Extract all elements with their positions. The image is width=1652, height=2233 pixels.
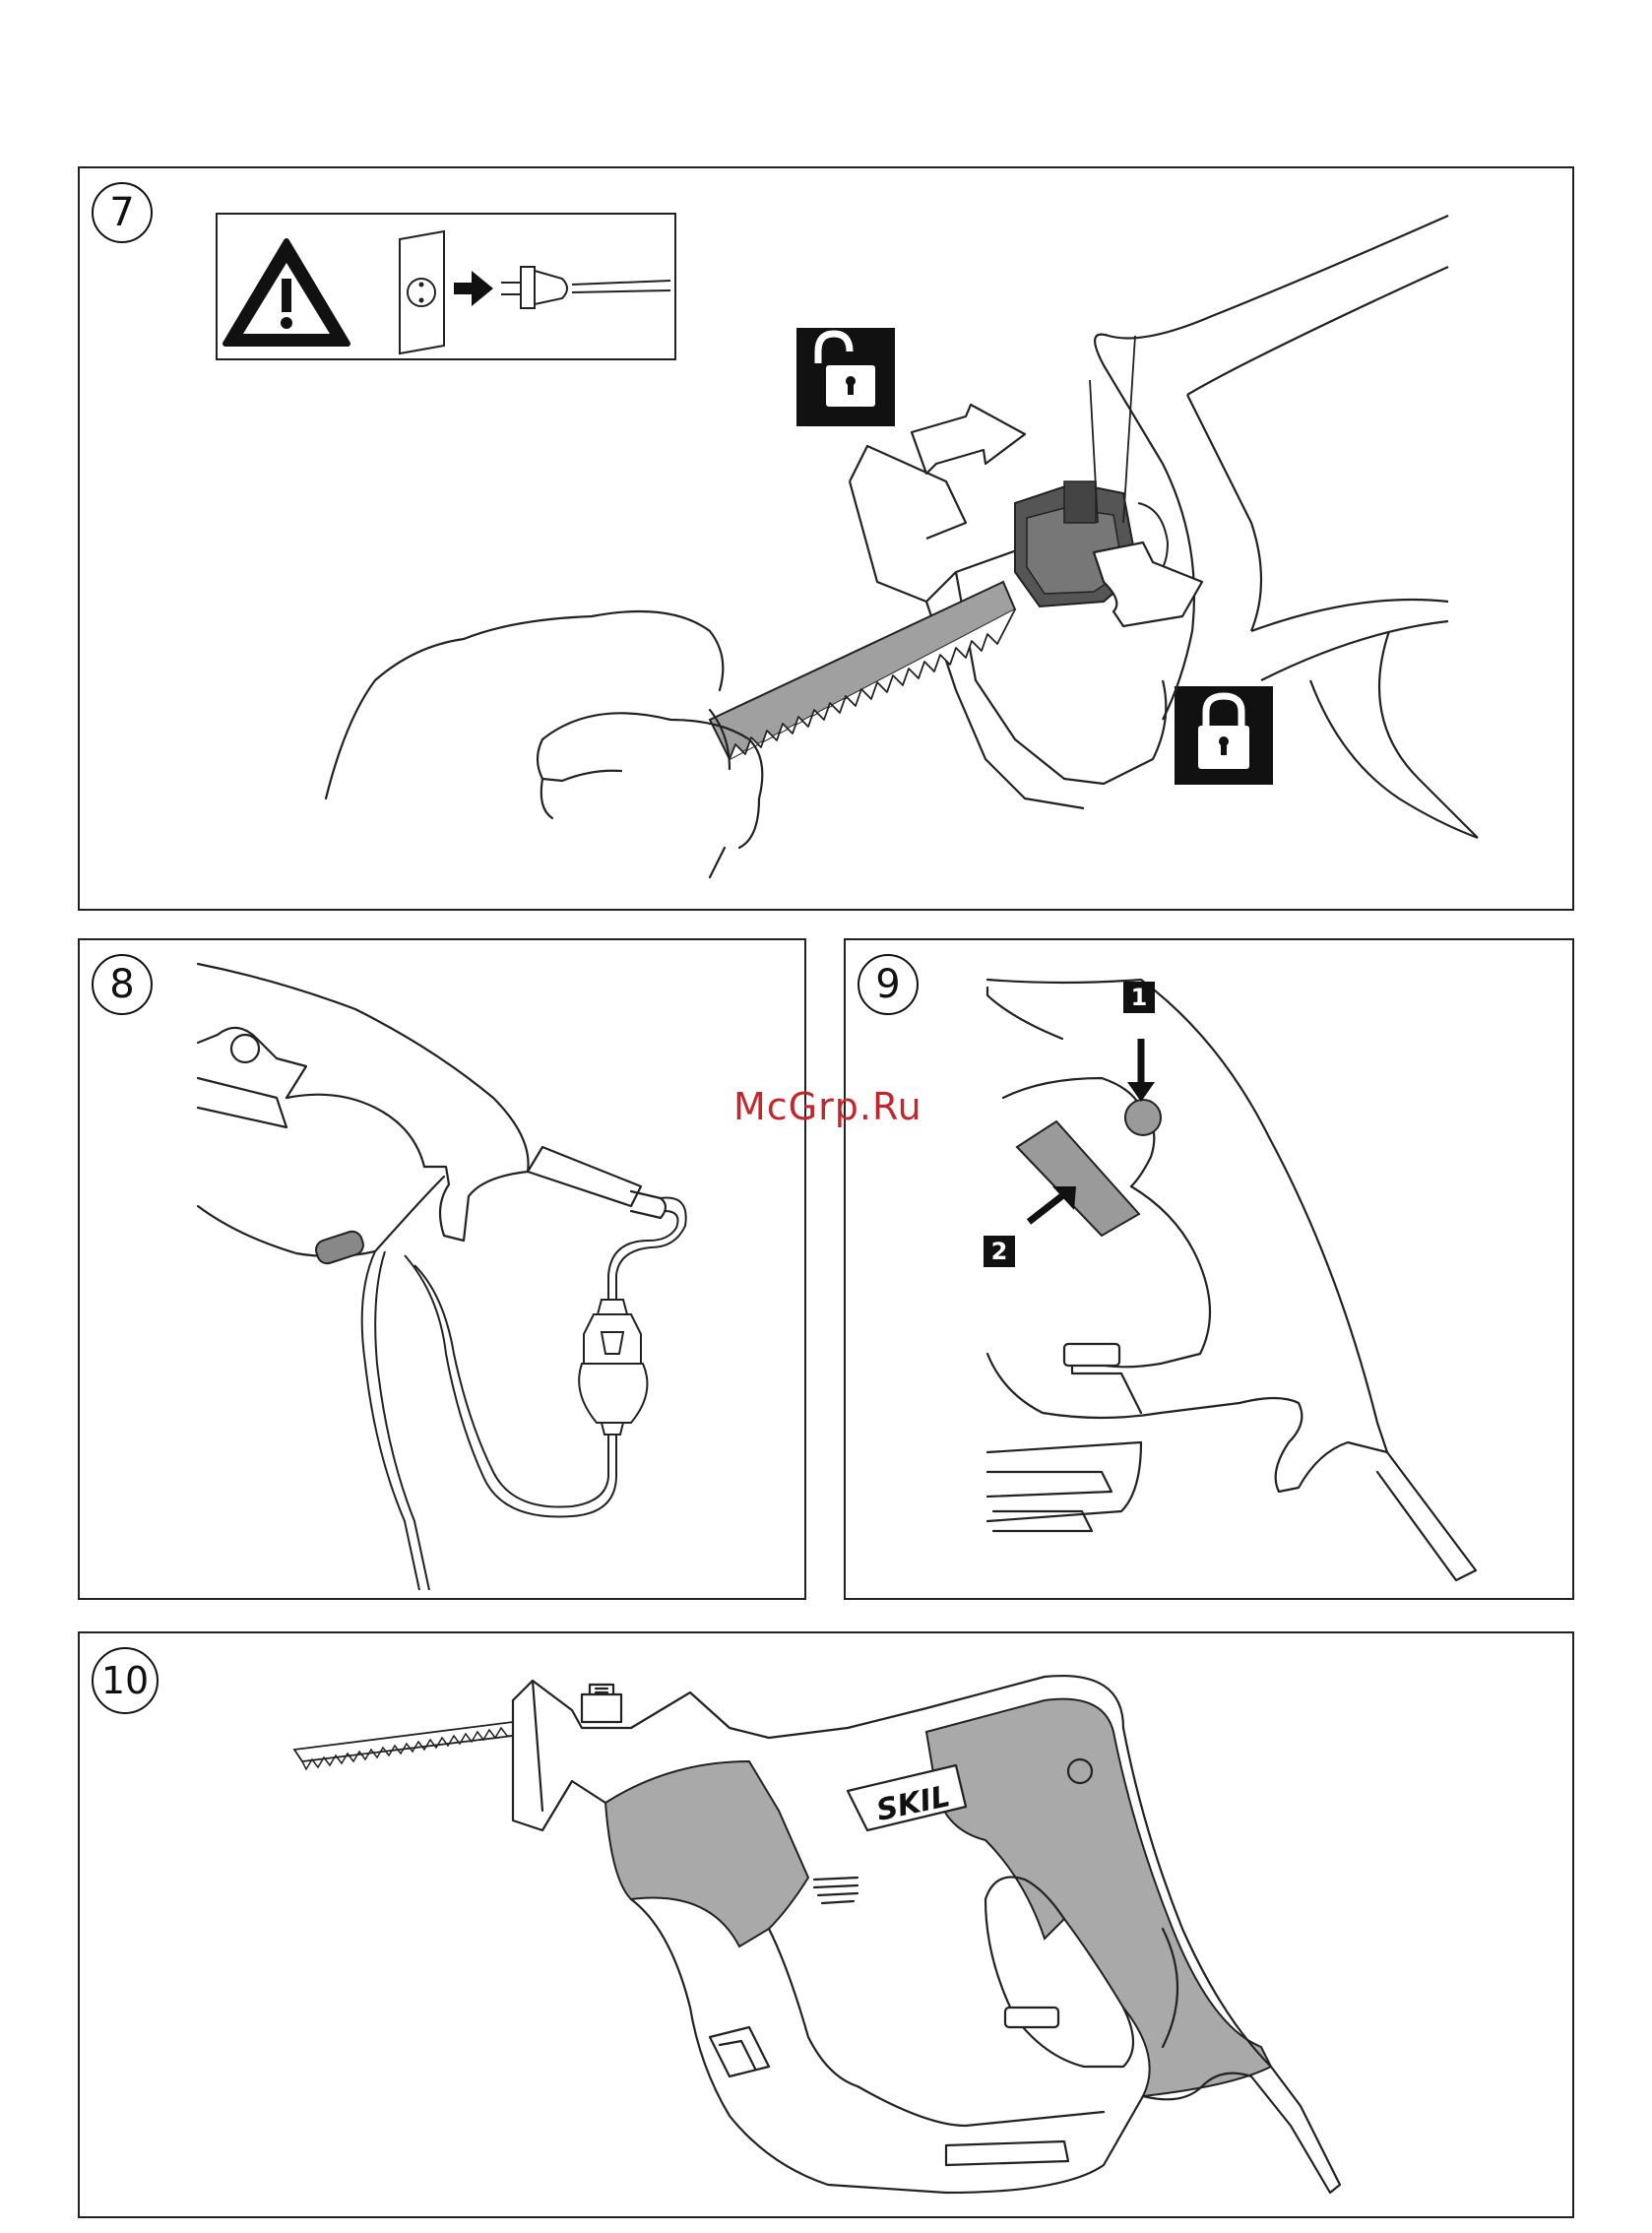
rotate-open-arrow (912, 405, 1025, 474)
hand (326, 611, 762, 877)
press-arrow-2 (1029, 1186, 1076, 1222)
figure-8-number: 8 (92, 954, 153, 1015)
figure-9-illustration (846, 940, 1576, 1602)
figure-8-illustration (80, 940, 808, 1602)
saw-handle-outline (987, 980, 1476, 1580)
figure-9-label: 9 (875, 962, 900, 1007)
step-tag-1: 1 (1123, 982, 1155, 1013)
saw-blade (710, 582, 1015, 759)
figure-10-label: 10 (101, 1659, 149, 1702)
saw-body-outline (513, 1676, 1340, 2193)
unlock-icon (796, 328, 895, 426)
press-arrow-1 (1127, 1039, 1155, 1102)
socket-icon (400, 231, 444, 353)
power-cord (362, 1198, 686, 1590)
figure-8-panel: 8 (78, 938, 806, 1600)
figure-7-illustration (80, 168, 1576, 913)
lock-icon (1175, 686, 1273, 785)
watermark: McGrp.Ru (733, 1085, 922, 1128)
figure-7-panel: 7 (78, 166, 1574, 911)
figure-7-label: 7 (109, 190, 134, 235)
figure-10-number: 10 (92, 1647, 159, 1714)
figure-10-panel: SKIL 10 (78, 1631, 1574, 2218)
figure-9-number: 9 (858, 954, 919, 1015)
figure-8-label: 8 (109, 962, 134, 1007)
saw-handle-outline (198, 964, 666, 1256)
rotate-close-arrow (1094, 542, 1202, 626)
figure-10-illustration: SKIL (80, 1633, 1576, 2220)
switch-lever (313, 1229, 365, 1266)
saw-blade (294, 1722, 513, 1769)
figure-7-number: 7 (92, 182, 153, 243)
figure-9-panel: 9 1 2 (844, 938, 1574, 1600)
unplug-warning-box (217, 214, 675, 359)
step-tag-2: 2 (984, 1236, 1015, 1267)
lock-button (1125, 1100, 1161, 1135)
